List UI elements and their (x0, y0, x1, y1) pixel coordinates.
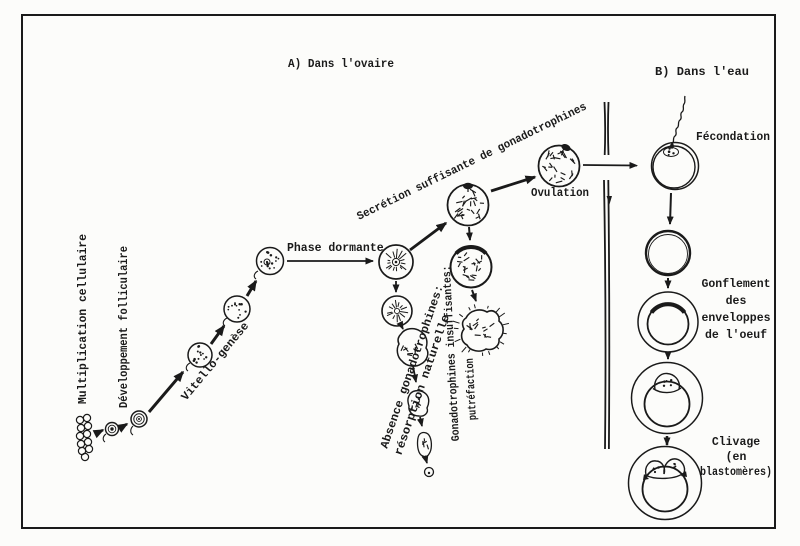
maturation-arrows (92, 161, 638, 439)
putrefying-egg (452, 304, 510, 356)
resorbing-oocyte-5 (423, 466, 435, 478)
resorbing-oocyte-3 (407, 389, 430, 417)
page-border (21, 14, 776, 529)
egg-two-blastomeres (627, 445, 703, 521)
oocyte-vitellogenesis-1 (185, 342, 213, 372)
svg-text:blastomères): blastomères) (700, 466, 772, 479)
egg-swollen-envelope (637, 291, 699, 353)
oocyte-vitellogenesis-3 (253, 246, 285, 280)
svg-text:(en: (en (726, 451, 747, 464)
oocyte-stage-2 (130, 410, 148, 436)
oocyte-dormant (378, 244, 414, 280)
oogonia-cluster (75, 413, 94, 462)
egg-after-fertilization (644, 229, 692, 277)
sperm-icon (670, 95, 686, 149)
label-developpement-folliculaire: Développement folliculaire (118, 246, 131, 408)
water-boundary-line (603, 101, 612, 450)
section-a-heading: A) Dans l'ovaire (288, 58, 394, 71)
oocyte-vitellogenesis-2 (222, 295, 251, 327)
oocyte-mature (446, 182, 490, 227)
label-gonflement-enveloppes: Gonflement des enveloppes de l'oeuf (701, 278, 770, 342)
svg-text:Clivage: Clivage (712, 436, 760, 449)
svg-text:de l'oeuf: de l'oeuf (705, 329, 767, 342)
unspawned-egg (449, 245, 493, 289)
resorbing-oocyte-2 (396, 327, 429, 367)
section-b-heading: B) Dans l'eau (655, 66, 749, 79)
label-gonadotrophines-insuffisantes: Gonadotrophines insuffisantes: (441, 265, 463, 441)
label-fecondation: Fécondation (696, 131, 770, 144)
oocyte-stage-1 (102, 421, 120, 443)
label-ovulation: Ovulation (531, 187, 589, 200)
putrefaction-arrows (465, 226, 477, 302)
oocyte-ovulated (537, 143, 581, 188)
svg-text:enveloppes: enveloppes (701, 312, 770, 325)
label-phase-dormante: Phase dormante (287, 242, 384, 255)
label-multiplication-cellulaire: Multiplication cellulaire (77, 234, 90, 404)
water-arrows (663, 192, 674, 446)
svg-text:des: des (726, 295, 747, 308)
resorbing-oocyte-1 (381, 295, 413, 327)
label-putrefaction: putréfaction (464, 358, 480, 421)
egg-one-blastomere (630, 361, 704, 435)
resorbing-oocyte-4 (416, 431, 433, 458)
label-clivage-blastomeres: Clivage (en blastomères) (700, 436, 772, 479)
label-secretion-gonadotrophines: Secrétion suffisante de gonadotrophines (355, 101, 589, 224)
svg-text:Gonflement: Gonflement (701, 278, 770, 291)
fertilized-egg (650, 95, 700, 191)
